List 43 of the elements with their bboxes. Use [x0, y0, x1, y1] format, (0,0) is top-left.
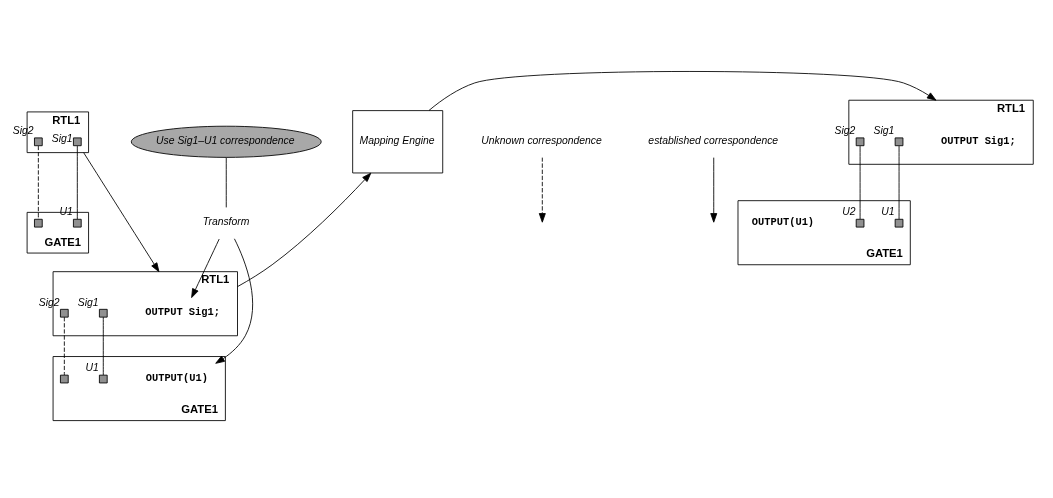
node-box — [894, 218, 904, 227]
node-label: Sig1 — [51, 132, 73, 144]
node-label: U1 — [85, 361, 99, 373]
arrow — [237, 172, 372, 287]
node-ellipse: Use Sig1–U1 correspondence — [130, 125, 322, 158]
arrow — [191, 238, 220, 298]
node-text: OUTPUT(U1) — [145, 371, 208, 384]
node-label: Sig2 — [38, 296, 60, 308]
node-label: U2 — [842, 205, 856, 217]
arrow — [215, 237, 254, 364]
connector — [63, 316, 65, 375]
node-box — [60, 308, 69, 318]
arrow — [710, 156, 718, 223]
node-text: OUTPUT(U1) — [751, 215, 815, 228]
connector — [225, 156, 227, 208]
node-text: OUTPUT Sig1; — [941, 134, 1016, 147]
node-box — [73, 218, 82, 227]
arrow — [538, 156, 546, 223]
node-text: Transform — [202, 215, 250, 227]
node-box — [34, 136, 43, 146]
connector — [37, 145, 39, 219]
node-text: OUTPUT Sig1; — [145, 305, 221, 318]
node-box — [855, 218, 865, 227]
connector — [76, 145, 78, 219]
connector — [102, 316, 104, 375]
node-box — [855, 136, 865, 146]
node-text: Unknown correspondence — [481, 134, 602, 146]
node-label: Sig1 — [77, 296, 99, 308]
node-label: Sig2 — [12, 124, 34, 136]
connector — [898, 145, 900, 219]
node-box — [73, 136, 82, 146]
node-box — [98, 374, 108, 383]
node-box — [894, 136, 904, 146]
connector — [859, 145, 861, 219]
arrow — [83, 151, 160, 272]
node-box: Mapping Engine — [352, 109, 444, 173]
node-label: Sig1 — [873, 124, 895, 136]
node-box — [98, 308, 108, 318]
node-text: established correspondence — [648, 134, 779, 146]
node-label: U1 — [881, 205, 895, 217]
arrow — [428, 70, 937, 111]
node-box — [60, 374, 69, 383]
node-box — [34, 218, 43, 227]
